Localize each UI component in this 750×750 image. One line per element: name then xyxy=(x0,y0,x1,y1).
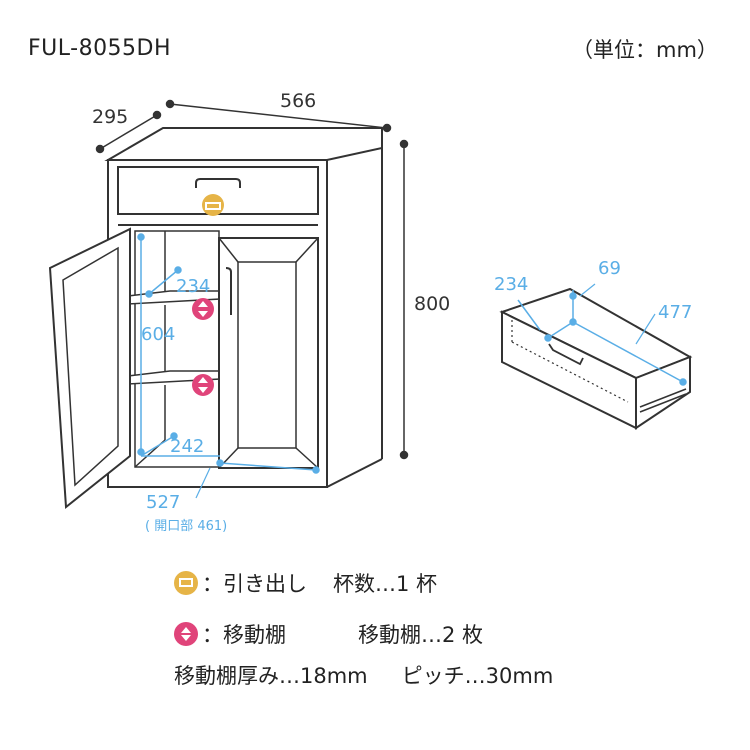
drawer-width-label: 477 xyxy=(658,302,692,323)
handles xyxy=(195,178,241,315)
legend-drawer: ：引き出し 杯数…1 杯 xyxy=(174,568,437,598)
unit-label: （単位：mm） xyxy=(572,38,718,62)
movable-shelf-icon xyxy=(192,374,214,396)
shelf-depth-label: 234 xyxy=(176,276,210,297)
legend-drawer-count: 杯数…1 杯 xyxy=(333,572,438,596)
depth-label: 295 xyxy=(92,106,128,128)
shelf-pitch: ピッチ…30mm xyxy=(401,664,554,688)
model-number: FUL-8055DH xyxy=(28,36,172,61)
right-door xyxy=(218,237,319,469)
drawer-height-label: 69 xyxy=(598,258,621,279)
overall-dimension-lines xyxy=(95,99,409,460)
drawer-dimension-lines xyxy=(517,283,687,386)
shelf-thickness: 移動棚厚み…18mm xyxy=(174,664,368,688)
opening-label: ( 開口部 461) xyxy=(145,519,227,534)
movable-shelf-icon xyxy=(174,622,198,646)
cabinet-diagram: 295 566 800 xyxy=(48,90,693,534)
legend-shelf: ：移動棚 移動棚…2 枚 xyxy=(174,619,483,649)
inner-width-label: 527 xyxy=(146,492,180,513)
left-door xyxy=(48,227,131,509)
legend-shelf-count: 移動棚…2 枚 xyxy=(358,623,484,647)
drawer-icon xyxy=(202,194,224,216)
inner-dimension-lines xyxy=(137,233,320,499)
movable-shelf-icon xyxy=(192,298,214,320)
drawer-icon xyxy=(174,571,198,595)
legend-shelf-specs: 移動棚厚み…18mm ピッチ…30mm xyxy=(174,660,553,690)
inner-depth-label: 242 xyxy=(170,436,204,457)
legend-drawer-label: ：引き出し xyxy=(202,572,307,596)
drawer-depth-label: 234 xyxy=(494,274,528,295)
height-label: 800 xyxy=(414,293,450,315)
legend-shelf-label: ：移動棚 xyxy=(202,623,286,647)
width-label: 566 xyxy=(280,90,316,112)
drawer-detail xyxy=(499,287,693,430)
inner-height-label: 604 xyxy=(141,324,175,345)
